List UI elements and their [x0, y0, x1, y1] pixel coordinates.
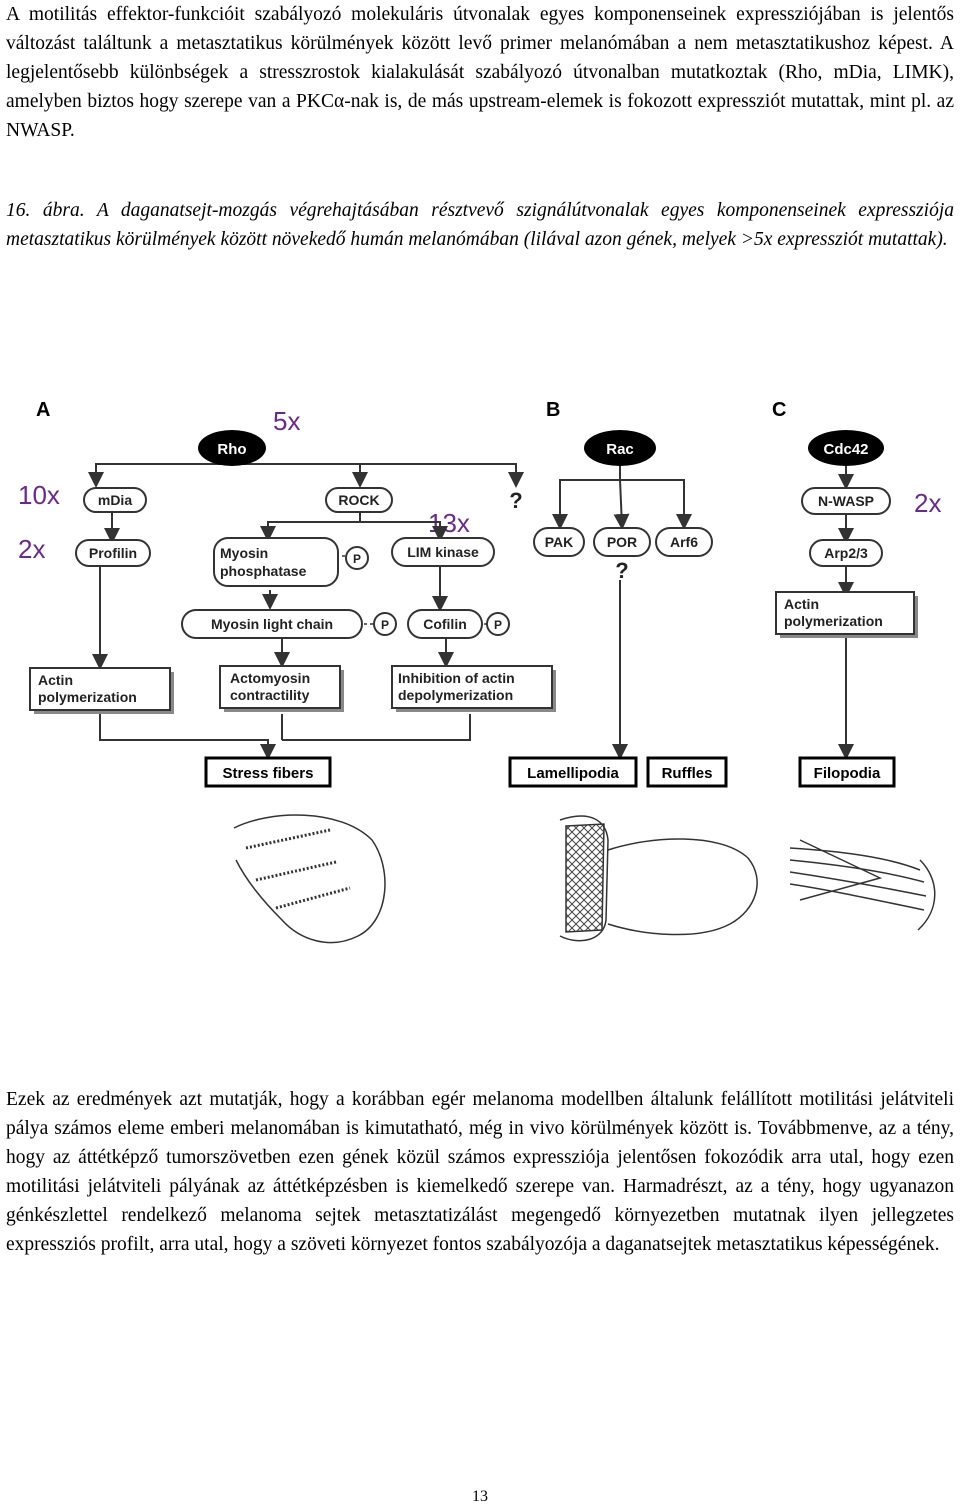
- phospho-p-3: P: [494, 618, 502, 632]
- page-number: 13: [472, 1488, 488, 1505]
- node-cdc42: Cdc42: [823, 441, 868, 458]
- fold-nwasp: 2x: [914, 488, 941, 518]
- outcome-lamellipodia: Lamellipodia: [527, 765, 619, 782]
- outcome-ruffles: Ruffles: [662, 765, 713, 782]
- unknown-rac-target: ?: [615, 558, 628, 583]
- node-pak: PAK: [545, 534, 574, 550]
- fold-mdia: 10x: [18, 480, 60, 510]
- node-rac: Rac: [606, 441, 634, 458]
- body-paragraph-1: A motilitás effektor-funkcióit szabályoz…: [6, 4, 954, 141]
- outcome-stress-fibers: Stress fibers: [223, 765, 314, 782]
- node-rock: ROCK: [338, 492, 379, 508]
- outcome-filopodia: Filopodia: [814, 765, 881, 782]
- box-inhibition-line1: Inhibition of actin: [398, 670, 515, 686]
- panel-label-b: B: [546, 399, 560, 421]
- fold-rho: 5x: [273, 406, 300, 436]
- node-arp23: Arp2/3: [824, 545, 868, 561]
- box-actomyosin-line2: contractility: [230, 687, 310, 703]
- box-actomyosin-line1: Actomyosin: [230, 670, 310, 686]
- node-profilin: Profilin: [89, 545, 137, 561]
- node-myosin-light-chain: Myosin light chain: [211, 616, 333, 632]
- phospho-p-2: P: [381, 618, 389, 632]
- node-myosin-phosphatase-line1: Myosin: [220, 545, 268, 561]
- box-actin-polymerization-a-line1: Actin: [38, 672, 73, 688]
- node-cofilin: Cofilin: [423, 616, 467, 632]
- box-actin-polymerization-c-line2: polymerization: [784, 613, 883, 629]
- node-nwasp: N-WASP: [818, 493, 874, 509]
- node-por: POR: [607, 534, 637, 550]
- panel-label-a: A: [36, 399, 50, 421]
- unknown-rho-target: ?: [509, 488, 522, 513]
- node-mdia: mDia: [98, 492, 132, 508]
- node-arf6: Arf6: [670, 534, 698, 550]
- body-paragraph-2: Ezek az eredmények azt mutatják, hogy a …: [6, 1089, 954, 1255]
- box-actin-polymerization-a-line2: polymerization: [38, 689, 137, 705]
- node-lim-kinase: LIM kinase: [407, 544, 479, 560]
- box-inhibition-line2: depolymerization: [398, 687, 513, 703]
- node-myosin-phosphatase-line2: phosphatase: [220, 563, 307, 579]
- panel-label-c: C: [772, 399, 786, 421]
- cell-illustration-stress-fibers: [233, 814, 386, 944]
- box-actin-polymerization-c-line1: Actin: [784, 596, 819, 612]
- node-rho: Rho: [217, 441, 246, 458]
- cell-illustration-filopodia: [789, 839, 936, 931]
- phospho-p-1: P: [353, 552, 361, 566]
- fold-profilin: 2x: [18, 534, 45, 564]
- figure-caption: 16. ábra. A daganatsejt-mozgás végrehajt…: [6, 200, 954, 250]
- signaling-pathway-figure: A B C 5x 10x 2x 13x 2x: [0, 380, 960, 960]
- cell-illustration-lamellipodia: [559, 815, 758, 942]
